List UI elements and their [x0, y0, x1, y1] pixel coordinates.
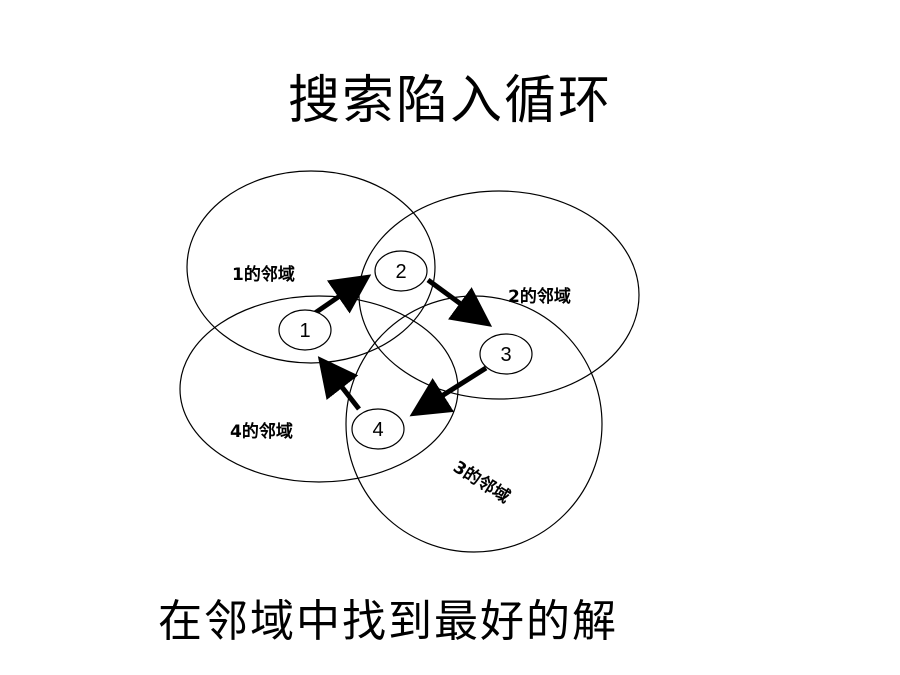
node-1-label: 1 [299, 320, 310, 342]
neighborhood-2-label: 2的邻域 [508, 286, 571, 307]
neighborhood-4-ellipse [179, 295, 459, 483]
node-3-circle [479, 333, 533, 375]
arrow-3-to-4 [409, 365, 488, 417]
neighborhood-1-label: 1的邻域 [232, 264, 295, 285]
node-2-circle [374, 250, 428, 292]
arrow-4-to-1 [317, 356, 361, 411]
arrow-1-to-2 [313, 274, 372, 316]
neighborhood-1-ellipse [186, 170, 436, 364]
slide-title: 搜索陷入循环 [287, 71, 612, 131]
node-3-label: 3 [500, 344, 511, 366]
neighborhood-4-label: 4的邻域 [230, 421, 293, 442]
node-2-label: 2 [395, 261, 406, 283]
node-1-circle [278, 309, 332, 351]
node-4-circle [351, 408, 405, 450]
slide-caption: 在邻域中找到最好的解 [158, 596, 618, 647]
node-4-label: 4 [372, 419, 383, 441]
arrow-2-to-3 [426, 277, 493, 327]
neighborhood-3-label: 3的邻域 [449, 456, 513, 507]
